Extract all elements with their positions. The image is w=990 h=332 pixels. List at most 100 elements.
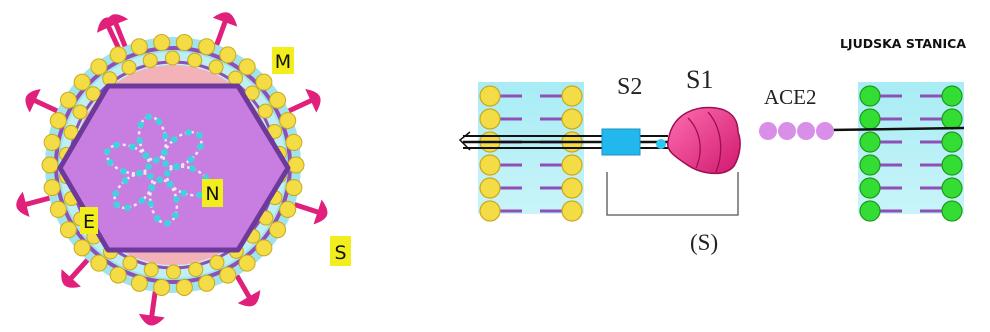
spike-head	[61, 269, 81, 288]
ace2-label: ACE2	[764, 85, 817, 109]
lipid-head	[561, 154, 583, 176]
rna-bead	[129, 143, 136, 151]
label-n-text: N	[205, 183, 219, 205]
lipid-head	[941, 200, 963, 222]
rna-genome	[103, 113, 213, 227]
lipid-head	[479, 200, 501, 222]
spike-proteins	[16, 12, 328, 326]
envelope-bead	[175, 278, 193, 296]
envelope-bead	[122, 255, 138, 271]
envelope-bead	[85, 86, 101, 102]
label-s-text: S	[334, 242, 346, 264]
rna-bead	[196, 191, 203, 199]
binding-diagram: LJUDSKA STANICA S2 S1 ACE2 (S)	[458, 36, 966, 255]
rna-bead	[197, 143, 204, 150]
spike-head	[212, 12, 238, 27]
rna-bead	[156, 176, 164, 184]
rna-bead	[147, 200, 155, 208]
lipid-head	[859, 108, 881, 130]
rna-bead	[120, 167, 127, 175]
envelope-bead	[279, 112, 297, 130]
envelope-bead	[143, 262, 159, 278]
envelope-bead	[109, 46, 127, 64]
label-e-text: E	[83, 211, 95, 233]
rna-bead	[124, 204, 131, 211]
lipid-head	[479, 154, 501, 176]
envelope-bead	[59, 221, 77, 239]
cell-membrane	[858, 82, 964, 222]
rna-bead	[155, 118, 163, 125]
envelope-bead	[287, 156, 305, 174]
rna-bead	[152, 156, 160, 164]
envelope-bead	[187, 52, 203, 68]
label-s: S	[330, 236, 351, 266]
envelope-bead	[43, 179, 61, 197]
rna-bead	[113, 201, 120, 209]
lipid-head	[941, 154, 963, 176]
envelope-bead	[238, 58, 256, 76]
spike-head	[96, 17, 121, 33]
rna-bead	[166, 181, 174, 188]
lipid-head	[561, 200, 583, 222]
rna-bead	[162, 160, 169, 167]
cell-lipid-heads	[859, 85, 963, 222]
envelope-bead	[269, 91, 287, 109]
lipid-head	[561, 85, 583, 107]
rna-bead	[185, 129, 192, 136]
envelope-bead	[90, 254, 108, 272]
lipid-head	[561, 177, 583, 199]
rna-bead	[173, 195, 180, 203]
spike-head	[16, 191, 30, 217]
rna-bead	[147, 173, 154, 180]
rna-bead	[161, 149, 168, 156]
lipid-head	[479, 108, 501, 130]
lipid-head	[859, 154, 881, 176]
lipid-head	[479, 177, 501, 199]
label-e: E	[80, 207, 98, 234]
envelope-bead	[72, 104, 88, 120]
rna-bead	[136, 137, 143, 145]
envelope-bead	[198, 38, 216, 56]
s2-hinge	[656, 139, 666, 149]
spike-head	[138, 313, 165, 326]
envelope-bead	[219, 46, 237, 64]
spike-head	[305, 88, 321, 113]
envelope-bead	[142, 52, 158, 68]
spike-head	[25, 88, 41, 113]
rna-bead	[106, 159, 114, 166]
spike-head	[313, 199, 328, 225]
rna-bead	[164, 170, 171, 177]
rna-bead	[172, 211, 179, 219]
s1-label: S1	[686, 65, 713, 94]
rna-bead	[187, 156, 195, 163]
spike-bracket	[606, 172, 739, 216]
rna-bead	[180, 189, 187, 197]
envelope-bead	[285, 179, 303, 197]
label-m: M	[272, 47, 294, 74]
envelope-bead	[49, 200, 67, 218]
lipid-head	[941, 108, 963, 130]
lipid-head	[859, 131, 881, 153]
envelope-bead	[219, 266, 237, 284]
envelope-bead	[153, 278, 171, 296]
rna-bead	[142, 152, 149, 160]
rna-bead	[145, 163, 152, 170]
envelope-bead	[175, 34, 193, 52]
rna-bead	[113, 141, 120, 149]
rna-bead	[112, 190, 119, 197]
rna-bead	[148, 184, 155, 191]
rna-bead	[161, 132, 169, 140]
envelope-bead	[198, 274, 216, 292]
lipid-head	[479, 85, 501, 107]
rna-bead	[164, 219, 171, 227]
envelope-bead	[279, 200, 297, 218]
envelope-bead	[130, 274, 148, 292]
envelope-bead	[166, 264, 182, 280]
lipid-head	[859, 85, 881, 107]
envelope-bead	[209, 255, 225, 271]
s2-label: S2	[617, 74, 642, 100]
rna-bead	[103, 148, 111, 155]
envelope-bead	[43, 133, 61, 151]
envelope-beads-outer	[41, 34, 305, 296]
envelope-bead	[238, 254, 256, 272]
